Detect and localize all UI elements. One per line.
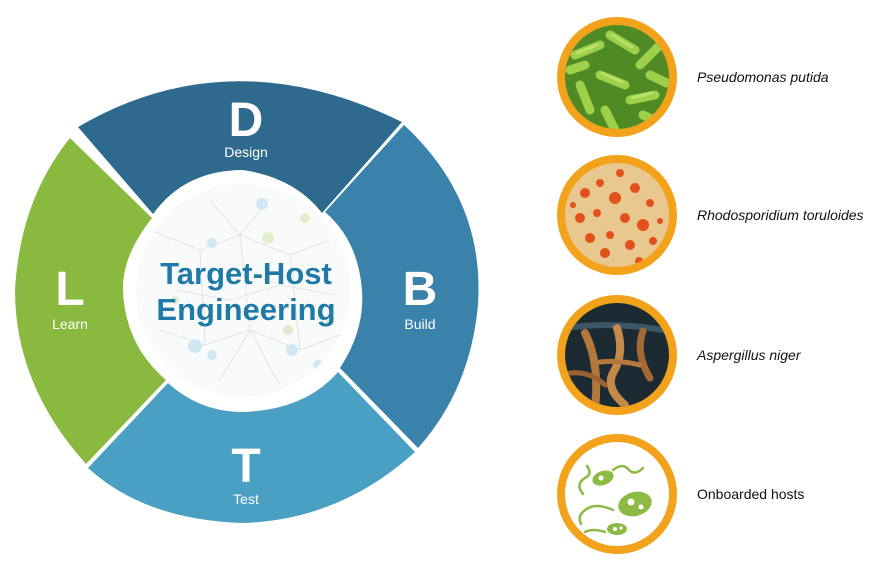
rhodosporidium-image xyxy=(557,155,677,275)
dbtl-cycle-diagram: Target-Host Engineering D Design B Build… xyxy=(15,81,479,523)
host-row-onboarded[interactable]: Onboarded hosts xyxy=(555,432,875,556)
center-title-line1: Target-Host xyxy=(160,256,332,291)
center-title-line2: Engineering xyxy=(156,292,335,327)
design-label: Design xyxy=(224,144,268,160)
segment-build[interactable] xyxy=(325,125,479,448)
host-row-pseudomonas[interactable]: Pseudomonas putida xyxy=(555,15,875,139)
host-row-rhodosporidium[interactable]: Rhodosporidium toruloides xyxy=(555,153,875,277)
bacteria-icon xyxy=(557,434,677,554)
pseudomonas-image xyxy=(557,17,677,137)
segment-design[interactable] xyxy=(78,81,402,215)
host-row-aspergillus[interactable]: Aspergillus niger xyxy=(555,293,875,417)
network-background xyxy=(136,183,350,397)
design-letter: D xyxy=(229,94,264,147)
build-label: Build xyxy=(404,316,435,332)
test-label: Test xyxy=(233,491,259,507)
host-label-pseudomonas: Pseudomonas putida xyxy=(697,69,829,85)
host-label-onboarded: Onboarded hosts xyxy=(697,486,805,502)
segment-test[interactable] xyxy=(88,372,415,523)
learn-label: Learn xyxy=(52,316,88,332)
host-label-rhodosporidium: Rhodosporidium toruloides xyxy=(697,207,864,223)
segment-learn[interactable] xyxy=(15,138,166,464)
test-letter: T xyxy=(231,440,260,493)
host-label-aspergillus: Aspergillus niger xyxy=(697,347,801,363)
build-letter: B xyxy=(403,263,438,316)
aspergillus-image xyxy=(557,295,677,415)
learn-letter: L xyxy=(55,263,84,316)
